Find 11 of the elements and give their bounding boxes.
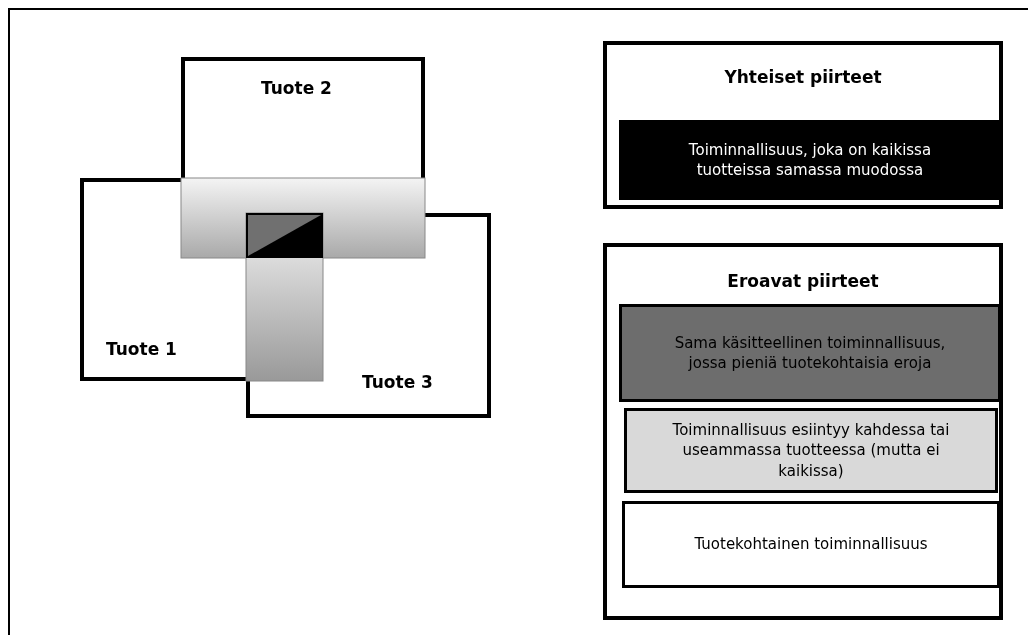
legend-box: Sama käsitteellinen toiminnallisuus, jossa pieniä tuotekohtaisia eroja [619, 304, 1001, 402]
product-label: Tuote 3 [362, 372, 433, 392]
legend-box: Toiminnallisuus, joka on kaikissa tuotteissa samassa muodossa [619, 120, 1001, 200]
product-label: Tuote 1 [106, 339, 177, 359]
product-label: Tuote 2 [261, 78, 332, 98]
panel-title: Yhteiset piirteet [723, 67, 883, 87]
legend-box: Toiminnallisuus esiintyy kahdessa tai useammassa tuotteessa (mutta ei kaikissa) [624, 408, 998, 493]
legend-box: Tuotekohtainen toiminnallisuus [622, 501, 1000, 588]
panel-title: Eroavat piirteet [726, 271, 880, 291]
legend-panel [603, 243, 1003, 620]
legend-panel [603, 41, 1003, 209]
